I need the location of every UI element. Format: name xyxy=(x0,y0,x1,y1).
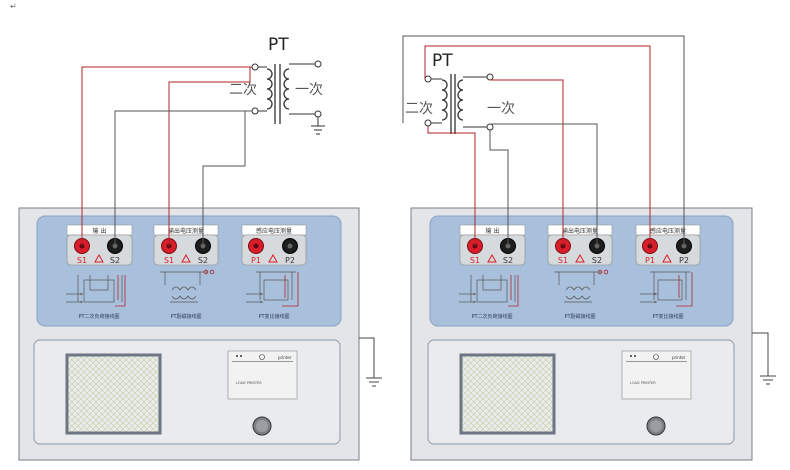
warning-icon xyxy=(487,253,497,263)
wiring-caption: PT二次负荷接线图 xyxy=(471,313,512,320)
group-label: 感应电压测量 xyxy=(256,227,292,235)
output-terminal-group: 输 出 S1 S2 PT二次负荷接线图 xyxy=(459,224,526,320)
secondary-terminal-b xyxy=(251,107,259,115)
group-label: 输出电压测量 xyxy=(562,227,598,235)
pt-transformer xyxy=(251,60,325,135)
printer xyxy=(621,350,692,400)
wiring-caption: PT变比接线图 xyxy=(652,313,683,320)
test-wires xyxy=(81,66,252,246)
paragraph-mark: ↵ xyxy=(10,2,17,11)
terminal-label-1: P1 xyxy=(645,256,655,265)
primary-terminal-a xyxy=(486,73,494,81)
ground-icon xyxy=(752,332,776,385)
wiring-sketch-icon xyxy=(246,271,296,304)
group-label: 输 出 xyxy=(486,227,500,235)
secondary-terminal-b xyxy=(424,119,432,127)
terminal-label-2: S2 xyxy=(198,256,208,265)
wiring-sketch-icon xyxy=(160,271,208,303)
group-label: 感应电压测量 xyxy=(650,227,686,235)
group-label: 输出电压测量 xyxy=(168,227,204,235)
secondary-label: 二次 xyxy=(229,82,257,98)
terminal-label-1: P1 xyxy=(251,256,261,265)
printer-small-text: LOAD PRINTER xyxy=(236,381,262,385)
printer-small-text: LOAD PRINTER xyxy=(630,381,656,385)
wiring-sketch-icon xyxy=(554,271,602,303)
group-label: 输 出 xyxy=(93,227,107,235)
primary-terminal xyxy=(314,60,322,68)
printer-label: printer xyxy=(278,355,292,360)
printer-label: printer xyxy=(672,355,686,360)
ground-icon xyxy=(359,337,382,387)
wiring-caption: PT励磁接线图 xyxy=(170,313,201,320)
terminal-label-1: S1 xyxy=(77,256,87,265)
secondary-label: 二次 xyxy=(405,101,433,117)
primary-terminal-b xyxy=(486,123,494,131)
pt-title: PT xyxy=(432,51,453,71)
output-voltage-terminal-group: 输出电压测量 S1 S2 PT励磁接线图 xyxy=(153,224,219,320)
secondary-terminal-a xyxy=(424,75,432,83)
terminal-label-2: P2 xyxy=(679,256,689,265)
primary-terminal xyxy=(314,110,322,118)
warning-icon xyxy=(268,253,278,263)
wiring-sketch-icon xyxy=(459,275,516,304)
induced-voltage-terminal-group: 感应电压测量 P1 P2 PT变比接线图 xyxy=(241,224,307,320)
right-diagram: 输 出 S1 S2 PT二次负荷接线图 输出电压测量 xyxy=(402,35,776,461)
pt-transformer xyxy=(424,73,494,134)
wiring-caption: PT二次负荷接线图 xyxy=(78,313,119,320)
terminal-label-2: S2 xyxy=(592,256,602,265)
wiring-sketch-icon xyxy=(66,275,123,304)
test-wires xyxy=(402,35,685,246)
wiring-caption: PT变比接线图 xyxy=(258,313,289,320)
primary-label: 一次 xyxy=(487,101,515,117)
secondary-terminal-a xyxy=(251,63,259,71)
lamp-icon xyxy=(259,354,265,360)
printer xyxy=(227,350,298,400)
lamp-icon xyxy=(653,354,659,360)
terminal-label-1: S1 xyxy=(470,256,480,265)
warning-icon xyxy=(181,253,191,263)
left-diagram: 输 出 S1 S2 PT二次负荷接线图 输出电压测量 xyxy=(18,35,382,461)
primary-label: 一次 xyxy=(295,82,323,98)
warning-icon xyxy=(94,253,104,263)
terminal-label-2: S2 xyxy=(110,256,120,265)
terminal-label-2: S2 xyxy=(503,256,513,265)
lcd-screen xyxy=(459,353,556,435)
output-voltage-terminal-group: 输出电压测量 S1 S2 PT励磁接线图 xyxy=(547,224,613,320)
terminal-label-1: S1 xyxy=(558,256,568,265)
wiring-sketch-icon xyxy=(640,271,690,304)
terminal-label-2: P2 xyxy=(285,256,295,265)
warning-icon xyxy=(575,253,585,263)
pt-title: PT xyxy=(268,35,289,55)
wiring-caption: PT励磁接线图 xyxy=(564,313,595,320)
lcd-screen xyxy=(65,353,162,435)
warning-icon xyxy=(662,253,672,263)
terminal-label-1: S1 xyxy=(164,256,174,265)
